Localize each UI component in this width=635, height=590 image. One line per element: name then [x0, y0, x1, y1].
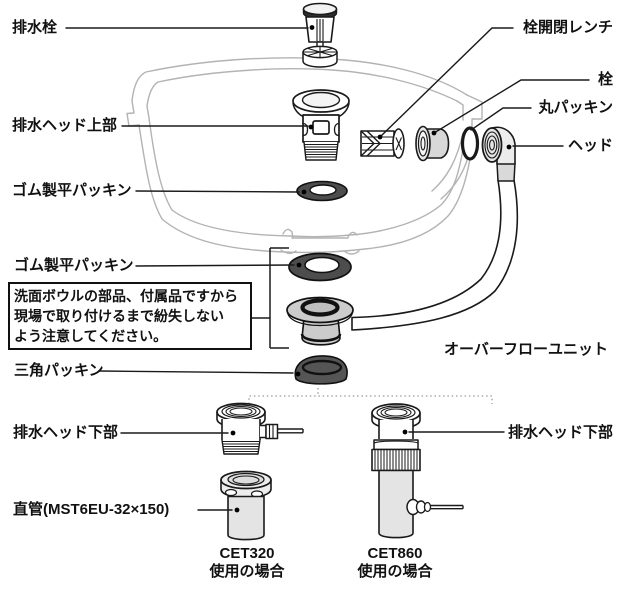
label-rubber-packing-1: ゴム製平パッキン [12, 182, 132, 199]
note-line: 洗面ボウルの部品、付属品ですから [14, 288, 238, 304]
caption-cet320-usage: 使用の場合 [209, 563, 285, 580]
label-straight-pipe: 直管(MST6EU-32×150) [13, 501, 170, 518]
drain-head-lower-right-part [371, 403, 464, 539]
caption-cet320-model: CET320 [219, 545, 275, 562]
note-bracket [247, 247, 289, 349]
plug-part [415, 125, 450, 162]
rubber-packing-2-part [288, 252, 352, 282]
straight-pipe-part [220, 470, 272, 541]
note-line: 現場で取り付けるまで紛失しない [14, 308, 224, 324]
plug-wrench-part [360, 128, 405, 159]
dotted-connector [248, 388, 493, 404]
label-round-packing: 丸パッキン [538, 99, 613, 116]
triangle-packing-part [294, 355, 348, 385]
leader-dots [230, 25, 512, 513]
label-drain-head-upper: 排水ヘッド上部 [12, 117, 118, 134]
label-drain-head-lower-right: 排水ヘッド下部 [508, 424, 614, 441]
label-plug-wrench: 栓開閉レンチ [522, 19, 613, 36]
basin-cross-section [126, 57, 483, 255]
label-triangle-packing: 三角パッキン [14, 362, 104, 379]
note-box: 洗面ボウルの部品、付属品ですから 現場で取り付けるまで紛失しない よう注意してく… [8, 282, 252, 350]
drain-head-upper-part [292, 89, 350, 161]
label-overflow-unit: オーバーフローユニット [444, 341, 608, 358]
label-rubber-packing-2: ゴム製平パッキン [14, 257, 134, 274]
caption-cet860-model: CET860 [367, 545, 423, 562]
label-head: ヘッド [567, 137, 613, 154]
leader-lines [65, 27, 590, 511]
drain-head-lower-left-part [216, 402, 304, 455]
label-plug: 栓 [597, 71, 613, 88]
label-drain-head-lower-left: 排水ヘッド下部 [13, 424, 119, 441]
label-drain-plug: 排水栓 [12, 19, 58, 36]
overflow-flange-part [286, 296, 354, 346]
caption-cet860-usage: 使用の場合 [357, 563, 433, 580]
rubber-packing-1-part [296, 180, 348, 202]
drain-plug-part [302, 2, 338, 68]
head-elbow [481, 126, 516, 182]
round-packing-part [460, 126, 480, 161]
overflow-hose [351, 179, 519, 331]
note-line: よう注意してください。 [14, 328, 168, 344]
